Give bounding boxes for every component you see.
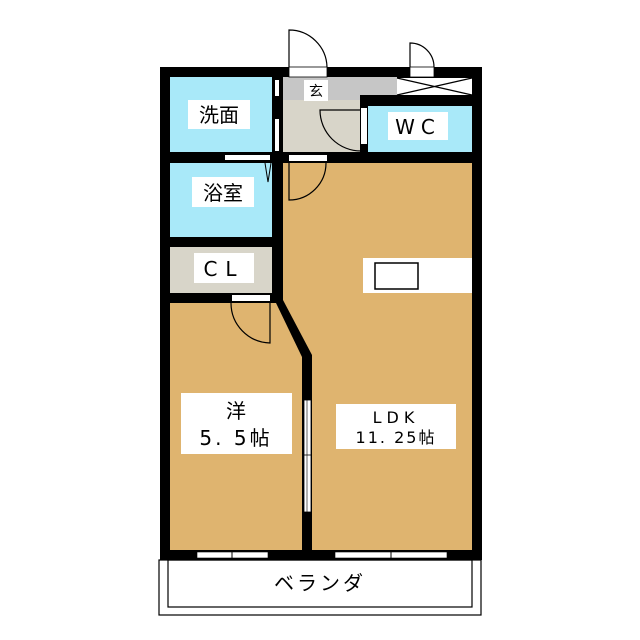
- front-door-opening: [288, 66, 328, 78]
- room-door-opening: [232, 295, 270, 301]
- washroom-door: [275, 80, 279, 96]
- wc-door-swing-icon[interactable]: [319, 109, 362, 152]
- ldk-door-opening: [289, 155, 327, 161]
- ldk-size: 11. 25帖: [356, 428, 437, 447]
- sink-icon: [374, 262, 419, 290]
- front-door-swing-icon[interactable]: [288, 29, 328, 68]
- ldk-door-swing-icon[interactable]: [288, 162, 327, 201]
- ldk-name: LDK: [373, 408, 420, 427]
- toilet-label: WC: [395, 115, 441, 139]
- meter-box-x-icon: [396, 77, 473, 96]
- bath-door-fold-icon: [264, 162, 272, 183]
- washroom-label: 洗面: [199, 103, 239, 127]
- closet-label: CL: [203, 257, 244, 281]
- western-room-size: 5. 5帖: [199, 426, 272, 450]
- bath-door[interactable]: [225, 155, 270, 160]
- meter-door-swing-icon: [409, 42, 435, 68]
- wc-door-opening: [361, 108, 367, 144]
- room-door-swing-icon[interactable]: [230, 302, 271, 344]
- washroom-sliding-door[interactable]: [275, 119, 279, 151]
- partition-sliding-door[interactable]: [303, 399, 312, 513]
- balcony-label: ベランダ: [274, 571, 366, 595]
- entrance-label: 玄: [309, 83, 323, 100]
- western-room-name: 洋: [226, 399, 246, 423]
- bath-label: 浴室: [203, 181, 243, 205]
- meter-door-opening: [409, 66, 435, 78]
- entrance-step-2: [358, 77, 397, 95]
